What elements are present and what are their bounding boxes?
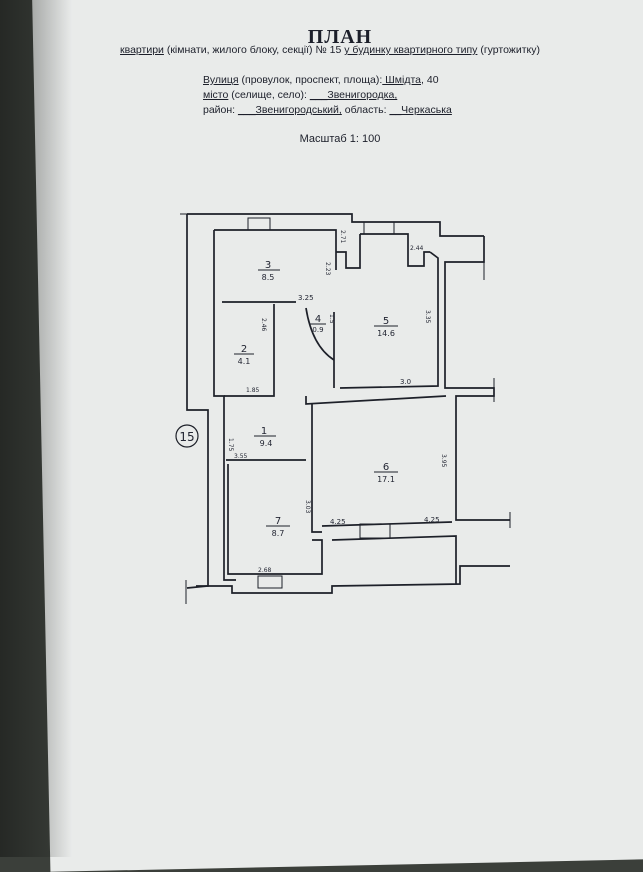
city-mid: (селище, село): (228, 89, 310, 101)
room-area-6: 17.1 (377, 475, 395, 484)
apartment-marker-circle (175, 424, 199, 448)
document-subtitle: квартири (кімнати, жилого блоку, секції)… (80, 44, 580, 56)
plan-scale: Масштаб 1: 100 (299, 133, 381, 145)
wall-outer-right (444, 236, 510, 521)
city-label: місто (203, 89, 229, 101)
dim-corridor-width: 3.25 (298, 294, 314, 302)
wall-outer-top (187, 213, 484, 237)
street-value: Шмідта (382, 74, 422, 86)
wall-outer-left (186, 214, 209, 589)
room-area-4: 0.9 (312, 326, 323, 334)
room-number-7: 7 (275, 516, 281, 527)
wall-room7 (227, 464, 323, 575)
room-area-2: 4.1 (238, 357, 251, 366)
dim-room3-side: 2.23 (324, 262, 331, 276)
city-value: ___Звенигородка, (309, 89, 398, 101)
wall-outer-bottom (196, 565, 510, 594)
room-number-1: 1 (261, 426, 267, 437)
street-number: , 40 (421, 74, 439, 86)
dim-room2-bottom: 1.85 (246, 387, 260, 394)
room-number-4: 4 (315, 314, 321, 325)
dim-room7-bottom: 2.68 (258, 567, 272, 574)
region-label: область: (341, 104, 390, 116)
subtitle-house-type: у будинку квартирного типу (344, 44, 478, 56)
wall-room5-top (360, 233, 430, 267)
dim-room5-top-left: 2.71 (339, 230, 346, 244)
document-title: ПЛАН (307, 26, 373, 48)
subtitle-apartment: квартири (120, 44, 164, 56)
dim-room5-top-right: 2.44 (410, 245, 424, 252)
room-area-1: 9.4 (260, 439, 273, 448)
wall-room5-left (336, 234, 361, 269)
room-area-5: 14.6 (377, 329, 395, 338)
room-number-3: 3 (265, 260, 271, 271)
wall-inner-left (213, 230, 236, 581)
room-area-3: 8.5 (262, 273, 275, 282)
window-room3 (247, 217, 271, 231)
dim-room1-bottom: 3.55 (234, 453, 248, 460)
wall-room2-right (224, 304, 275, 397)
wall-room1-right (305, 395, 447, 405)
address-street-line: Вулиця (провулок, проспект, площа): Шмід… (203, 74, 439, 86)
room-number-5: 5 (383, 316, 389, 327)
room-number-6: 6 (383, 462, 389, 473)
district-value: ___Звенигородський, (238, 104, 342, 116)
dim-room1-side: 1.75 (227, 438, 234, 452)
room-area-7: 8.7 (272, 529, 285, 538)
window-room5 (363, 221, 395, 235)
wall-room5-right (339, 251, 439, 389)
dim-room5-side: 3.35 (424, 310, 431, 324)
door-arc-room4 (305, 307, 335, 361)
subtitle-middle: (кімнати, жилого блоку, секції) № 15 (163, 44, 345, 56)
window-room7 (257, 575, 283, 589)
subtitle-end: (гуртожитку) (477, 44, 540, 56)
address-city-line: місто (селище, село): ___Звенигородка, (203, 89, 397, 101)
district-label: район: (203, 104, 239, 116)
wall-balcony (331, 535, 457, 584)
dim-room7-side: 3.03 (304, 500, 311, 514)
apartment-marker: 15 (179, 430, 194, 444)
dim-room2-side: 2.46 (260, 318, 267, 332)
wall-room6-left (311, 404, 322, 533)
region-value: __Черкаська (389, 104, 452, 116)
dim-room6-side: 3.95 (440, 454, 447, 468)
dim-room4-side: 1.5 (328, 314, 335, 324)
room-number-2: 2 (241, 344, 247, 355)
dim-room6-bottom-left: 4.25 (330, 518, 346, 526)
dim-room5-bottom: 3.0 (400, 378, 411, 386)
street-mid: (провулок, проспект, площа): (238, 74, 383, 86)
street-label: Вулиця (203, 74, 239, 86)
address-district-line: район: ___Звенигородський, область: __Че… (203, 104, 452, 116)
window-room6 (359, 523, 391, 539)
wall-room3-top (214, 229, 337, 270)
binding-shadow (0, 0, 72, 857)
dim-room6-bottom-right: 4.25 (424, 516, 440, 524)
